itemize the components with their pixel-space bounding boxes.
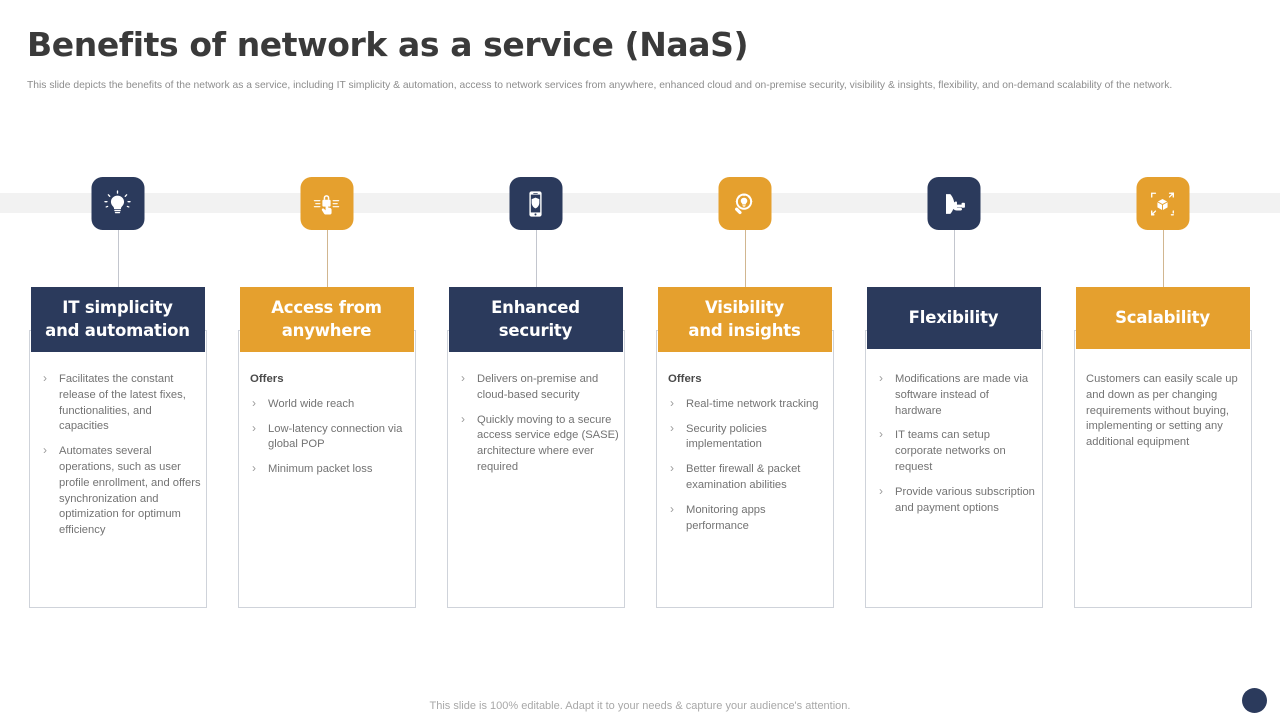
benefit-title-line: Visibility bbox=[704, 298, 785, 317]
list-item: IT teams can setup corporate networks on… bbox=[877, 427, 1037, 475]
benefit-body: Offers Real-time network tracking Securi… bbox=[668, 372, 828, 543]
list-item: Delivers on-premise and cloud-based secu… bbox=[459, 371, 619, 404]
list-item: Monitoring apps performance bbox=[668, 502, 828, 535]
page-title: Benefits of network as a service (NaaS) bbox=[27, 25, 749, 64]
benefit-column-visibility-and-insights[interactable]: Visibility and insights Offers Real-time… bbox=[640, 150, 849, 620]
list-item: Minimum packet loss bbox=[250, 461, 410, 478]
benefit-column-it-simplicity[interactable]: IT simplicity and automation Facilitates… bbox=[13, 150, 222, 620]
phone-shield-icon bbox=[509, 177, 562, 230]
benefit-body: Customers can easily scale up and down a… bbox=[1086, 372, 1246, 451]
offers-label: Offers bbox=[668, 373, 702, 385]
benefit-title-line: IT simplicity bbox=[62, 298, 173, 317]
benefit-card bbox=[1074, 330, 1252, 608]
list-item: Modifications are made via software inst… bbox=[877, 371, 1037, 419]
benefit-columns: IT simplicity and automation Facilitates… bbox=[0, 150, 1280, 620]
benefit-paragraph: Customers can easily scale up and down a… bbox=[1086, 373, 1238, 449]
benefit-title-badge[interactable]: IT simplicity and automation bbox=[30, 287, 205, 352]
benefit-title-badge[interactable]: Enhanced security bbox=[448, 287, 623, 352]
benefit-title-line: anywhere bbox=[281, 321, 372, 340]
benefit-bullet-list: Modifications are made via software inst… bbox=[877, 371, 1037, 517]
list-item: Security policies implementation bbox=[668, 421, 828, 454]
benefit-title-badge[interactable]: Access from anywhere bbox=[239, 287, 414, 352]
benefit-title-line: Flexibility bbox=[908, 308, 999, 327]
benefit-title-line: Enhanced bbox=[491, 298, 580, 317]
offers-label: Offers bbox=[250, 373, 284, 385]
benefit-title-badge[interactable]: Flexibility bbox=[866, 287, 1041, 349]
benefit-title-line: Scalability bbox=[1115, 308, 1210, 327]
lock-hand-icon bbox=[300, 177, 353, 230]
footer-note: This slide is 100% editable. Adapt it to… bbox=[429, 700, 851, 712]
benefit-title-line: security bbox=[498, 321, 573, 340]
benefit-title-badge[interactable]: Scalability bbox=[1075, 287, 1250, 349]
list-item: Automates several operations, such as us… bbox=[41, 443, 201, 539]
list-item: World wide reach bbox=[250, 396, 410, 413]
cube-expand-icon bbox=[1136, 177, 1189, 230]
benefit-title-badge[interactable]: Visibility and insights bbox=[657, 287, 832, 352]
benefit-column-scalability[interactable]: Scalability Customers can easily scale u… bbox=[1058, 150, 1267, 620]
benefit-column-enhanced-security[interactable]: Enhanced security Delivers on-premise an… bbox=[431, 150, 640, 620]
benefit-title-line: and automation bbox=[45, 321, 190, 340]
benefit-body: Modifications are made via software inst… bbox=[877, 371, 1037, 525]
decorative-dot bbox=[1242, 688, 1267, 713]
benefit-bullet-list: Delivers on-premise and cloud-based secu… bbox=[459, 371, 619, 476]
page-subtitle: This slide depicts the benefits of the n… bbox=[27, 80, 1173, 91]
benefit-column-flexibility[interactable]: Flexibility Modifications are made via s… bbox=[849, 150, 1058, 620]
benefit-bullet-list: Facilitates the constant release of the … bbox=[41, 371, 201, 539]
benefit-column-access-from-anywhere[interactable]: Access from anywhere Offers World wide r… bbox=[222, 150, 431, 620]
benefit-body: Facilitates the constant release of the … bbox=[41, 371, 201, 548]
list-item: Provide various subscription and payment… bbox=[877, 484, 1037, 517]
magnifier-bulb-icon bbox=[718, 177, 771, 230]
list-item: Low-latency connection via global POP bbox=[250, 421, 410, 454]
list-item: Facilitates the constant release of the … bbox=[41, 371, 201, 435]
benefit-body: Offers World wide reach Low-latency conn… bbox=[250, 372, 410, 487]
benefit-body: Delivers on-premise and cloud-based secu… bbox=[459, 371, 619, 485]
flex-hand-icon bbox=[927, 177, 980, 230]
benefit-title-line: and insights bbox=[688, 321, 801, 340]
list-item: Quickly moving to a secure access servic… bbox=[459, 412, 619, 476]
lightbulb-icon bbox=[91, 177, 144, 230]
benefit-title-line: Access from bbox=[271, 298, 382, 317]
list-item: Real-time network tracking bbox=[668, 396, 828, 413]
list-item: Better firewall & packet examination abi… bbox=[668, 461, 828, 494]
benefit-bullet-list: Real-time network tracking Security poli… bbox=[668, 396, 828, 535]
benefit-bullet-list: World wide reach Low-latency connection … bbox=[250, 396, 410, 478]
